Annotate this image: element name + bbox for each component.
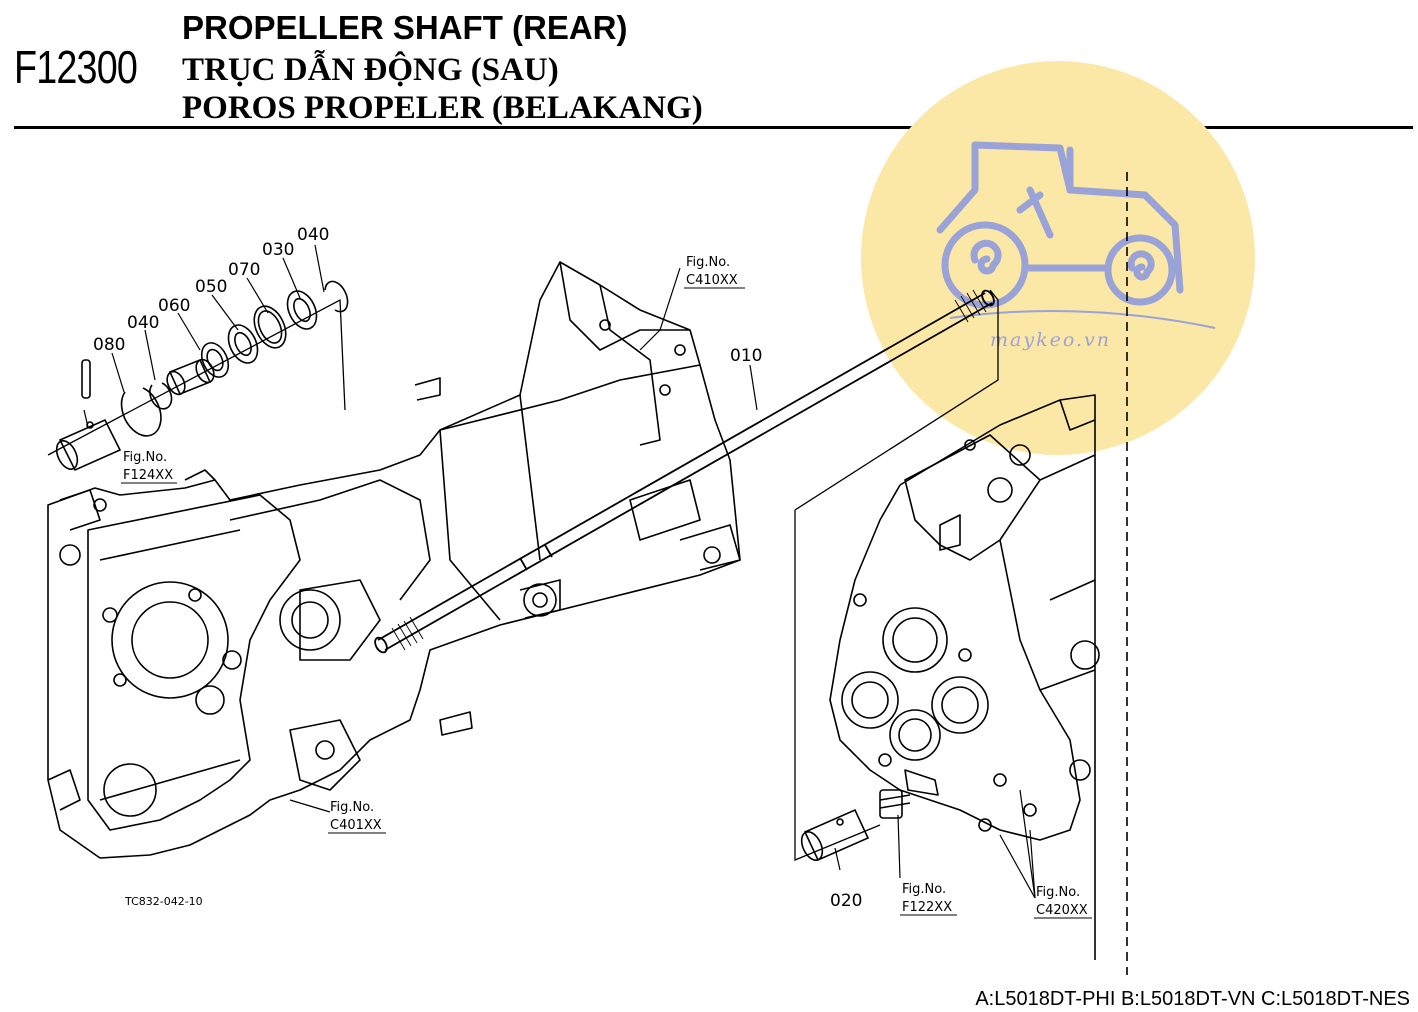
fig-ref-c410: C410XX bbox=[686, 273, 738, 288]
model-footer: A:L5018DT-PHI B:L5018DT-VN C:L5018DT-NES bbox=[975, 988, 1410, 1010]
exploded-small-parts bbox=[55, 280, 870, 862]
part-020-label: 020 bbox=[830, 891, 862, 911]
watermark: maykeo.vn bbox=[861, 61, 1255, 455]
fig-ref-f122: F122XX bbox=[902, 900, 952, 915]
fig-label-c401: Fig.No. bbox=[330, 800, 374, 815]
title-indonesian: POROS PROPELER (BELAKANG) bbox=[182, 90, 703, 126]
part-010-label: 010 bbox=[730, 346, 762, 366]
propeller-shaft bbox=[374, 289, 995, 654]
fig-ref-c401: C401XX bbox=[330, 818, 382, 833]
part-040-lower-label: 040 bbox=[127, 313, 159, 333]
header-rule bbox=[14, 126, 1413, 129]
callout-brackets bbox=[47, 289, 999, 861]
part-080-label: 080 bbox=[93, 335, 125, 355]
fig-label-f124: Fig.No. bbox=[123, 450, 167, 465]
title-english: PROPELLER SHAFT (REAR) bbox=[182, 9, 628, 46]
fig-ref-c420: C420XX bbox=[1036, 903, 1088, 918]
tractor-icon bbox=[936, 141, 1184, 309]
watermark-text: maykeo.vn bbox=[990, 329, 1111, 351]
part-070-label: 070 bbox=[228, 260, 260, 280]
drawing-reference: TC832-042-10 bbox=[124, 895, 203, 908]
title-vietnamese: TRỤC DẪN ĐỘNG (SAU) bbox=[182, 52, 559, 88]
part-030-label: 030 bbox=[262, 240, 294, 260]
center-housing bbox=[829, 394, 1100, 960]
transmission-case bbox=[47, 261, 741, 859]
page-code: F12300 bbox=[14, 41, 138, 93]
leader-lines bbox=[83, 244, 1036, 899]
fig-label-c410: Fig.No. bbox=[686, 255, 730, 270]
part-060-label: 060 bbox=[158, 296, 190, 316]
fig-label-f122: Fig.No. bbox=[902, 882, 946, 897]
fig-label-c420: Fig.No. bbox=[1036, 885, 1080, 900]
part-050-label: 050 bbox=[195, 277, 227, 297]
fig-ref-f124: F124XX bbox=[123, 468, 173, 483]
part-040-label: 040 bbox=[297, 225, 329, 245]
